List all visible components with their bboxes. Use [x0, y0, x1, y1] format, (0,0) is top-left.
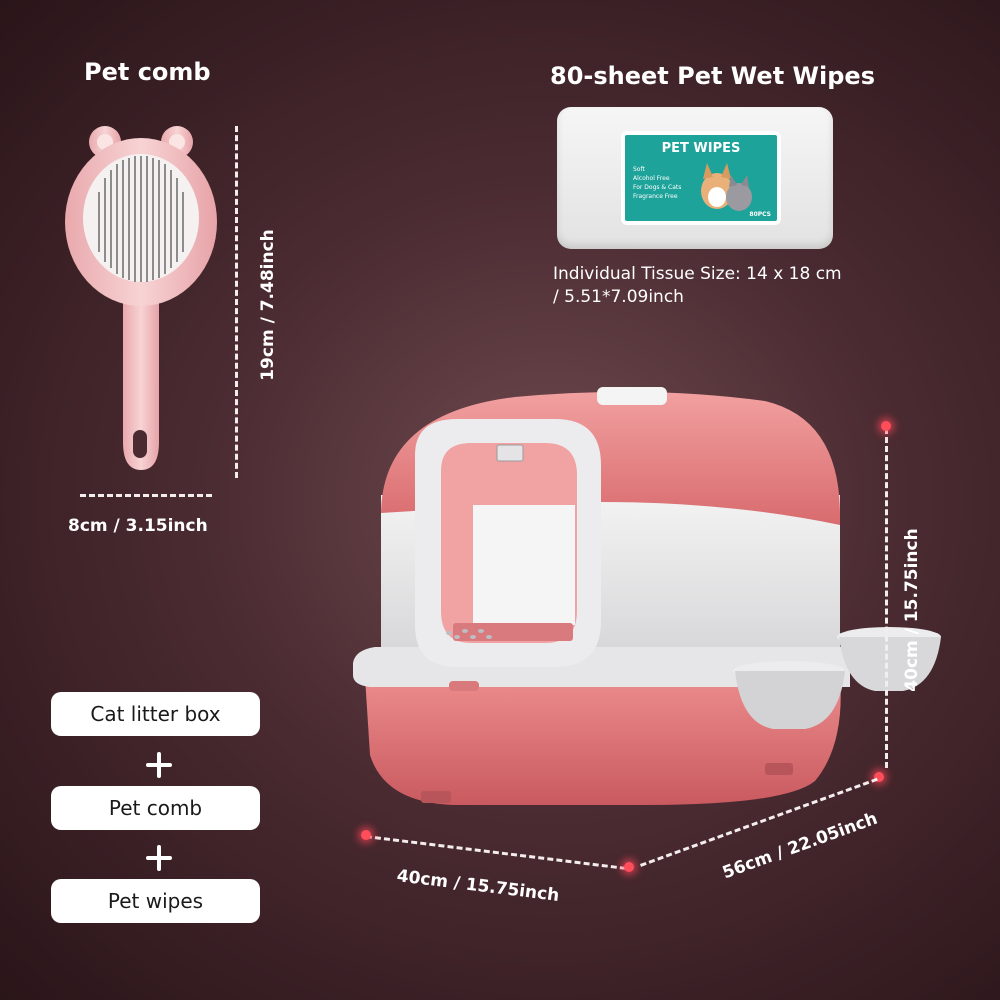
cat-litter-box-image	[353, 387, 941, 805]
wipes-feature: Fragrance Free	[633, 193, 678, 200]
comb-title: Pet comb	[84, 58, 211, 86]
litter-width-dimension-line	[365, 835, 627, 870]
bundle-item-cat-litter-box: Cat litter box	[51, 692, 260, 736]
dimension-endpoint-marker	[881, 421, 891, 431]
litter-depth-label: 56cm / 22.05inch	[719, 808, 881, 884]
wipes-feature: Soft	[633, 166, 645, 173]
wipes-brand: PET WIPES	[661, 141, 741, 156]
wipes-title: 80-sheet Pet Wet Wipes	[550, 62, 875, 90]
wipes-feature-list: Soft Alcohol Free For Dogs & Cats Fragra…	[633, 165, 681, 201]
plus-icon	[146, 752, 172, 778]
wipes-size-line2: / 5.51*7.09inch	[553, 287, 684, 307]
wipes-feature: For Dogs & Cats	[633, 184, 682, 191]
wipes-package: PET WIPES Soft Alcohol Free For Dogs & C…	[557, 107, 833, 249]
dimension-endpoint-marker	[874, 772, 884, 782]
litter-width-label: 40cm / 15.75inch	[395, 866, 561, 906]
comb-width-dimension-line	[80, 494, 212, 497]
litter-height-dimension-line	[885, 428, 888, 768]
wipes-count: 80PCS	[749, 211, 771, 218]
bundle-item-pet-comb: Pet comb	[51, 786, 260, 830]
litter-height-label: 40cm / 15.75inch	[902, 528, 922, 692]
dimension-endpoint-marker	[361, 830, 371, 840]
comb-height-label: 19cm / 7.48inch	[258, 229, 278, 381]
pet-comb-image	[65, 126, 217, 470]
wipes-feature: Alcohol Free	[633, 175, 670, 182]
comb-width-label: 8cm / 3.15inch	[68, 516, 208, 536]
wipes-size-line1: Individual Tissue Size: 14 x 18 cm	[553, 264, 842, 284]
dog-cat-illustration	[701, 163, 752, 211]
plus-icon	[146, 845, 172, 871]
wipes-label: PET WIPES Soft Alcohol Free For Dogs & C…	[621, 131, 781, 225]
bundle-item-pet-wipes: Pet wipes	[51, 879, 260, 923]
dimension-endpoint-marker	[624, 862, 634, 872]
comb-height-dimension-line	[235, 126, 238, 478]
